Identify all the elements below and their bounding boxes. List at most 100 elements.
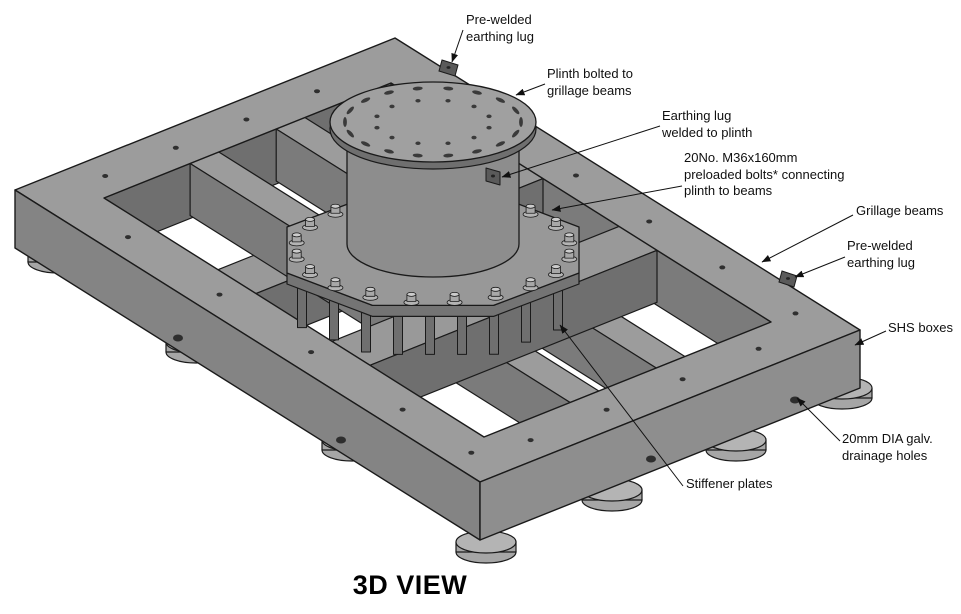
plate-bolt-hole [486, 125, 492, 130]
plate-slot-hole [443, 153, 454, 158]
bolt-hole [308, 350, 315, 355]
bolt-head-top [305, 264, 315, 270]
lug-hole [446, 66, 451, 69]
bolt-head-top [365, 286, 376, 292]
plate-slot-hole [472, 149, 482, 154]
frame-outer-face-se [479, 329, 861, 541]
bolt-hole [755, 346, 762, 351]
bolt-hole [603, 407, 610, 412]
bolt-head-top [564, 232, 575, 238]
bolt-hole [243, 117, 250, 122]
plinth-top-plate [329, 81, 537, 163]
plate-bolt-hole [374, 125, 380, 130]
leader-line [551, 185, 683, 212]
label-preloaded-bolts: 20No. M36x160mm preloaded bolts* connect… [684, 150, 844, 200]
label-line: 20mm DIA galv. [842, 431, 933, 446]
label-line: plinth to beams [684, 183, 773, 199]
bolt-hole [399, 407, 406, 412]
plate-slot-hole [346, 106, 354, 115]
plate-slot-hole [519, 117, 523, 127]
label-prewelded-earthing-lug-top: Pre-welded earthing lug [466, 12, 534, 45]
plate-bolt-hole [374, 114, 380, 119]
label-line: Grillage beams [856, 203, 944, 218]
bolt-head-top [291, 248, 302, 254]
leader-line [796, 397, 841, 442]
plate-slot-hole [511, 129, 520, 138]
label-line: Pre-welded [847, 238, 913, 253]
label-stiffener-plates: Stiffener plates [686, 476, 772, 493]
label-line: earthing lug [847, 254, 915, 270]
bolt-hole [679, 377, 686, 382]
bolt-hole [102, 174, 109, 178]
label-shs-boxes: SHS boxes [888, 320, 953, 337]
label-line: grillage beams [547, 82, 632, 98]
plate-bolt-hole [445, 141, 451, 146]
leader-line [501, 125, 661, 178]
leader-line [854, 330, 887, 346]
plate-bolt-hole [389, 104, 395, 109]
drainage-hole [646, 455, 656, 463]
leader-line [794, 256, 846, 278]
lug-hole [786, 277, 790, 280]
frame-earthing-lugs [438, 59, 798, 288]
leader-lines [451, 29, 887, 487]
label-line: preloaded bolts* connecting [684, 166, 845, 182]
label-plinth-bolted: Plinth bolted to grillage beams [547, 66, 633, 99]
bolt-hole [172, 145, 179, 150]
plate-bolt-hole [471, 104, 477, 109]
bolt-head-top [525, 203, 536, 209]
plate-slot-hole [512, 106, 520, 115]
bolt-head-top [406, 291, 417, 297]
label-line: Pre-welded [466, 12, 532, 27]
leader-line [559, 324, 684, 487]
plate-slot-hole [343, 117, 347, 127]
label-line: welded to plinth [662, 124, 753, 140]
plate-slot-hole [346, 129, 355, 138]
plinth-assembly [286, 81, 580, 355]
label-drainage-holes: 20mm DIA galv. drainage holes [842, 431, 933, 464]
plate-bolt-hole [389, 135, 395, 140]
lug-hole [491, 174, 495, 178]
bolt-hole [125, 235, 131, 240]
bolt-hole [719, 265, 726, 270]
bolt-hole [527, 438, 534, 443]
view-title: 3D VIEW [352, 570, 468, 600]
label-line: SHS boxes [888, 320, 954, 335]
bolt-head-top [525, 277, 536, 283]
plate-bolt-hole [471, 135, 477, 140]
bolt-head-top [330, 203, 341, 209]
drainage-hole [173, 334, 183, 342]
leader-line [515, 83, 546, 96]
label-line: Earthing lug [662, 108, 732, 123]
leader-line [451, 29, 464, 63]
plate-slot-hole [360, 97, 371, 103]
bolt-head-top [551, 216, 561, 222]
label-line: drainage holes [842, 447, 928, 463]
plate-slot-hole [495, 141, 506, 147]
plate-slot-hole [384, 90, 394, 95]
plate-slot-hole [495, 97, 506, 103]
plate-slot-hole [412, 153, 423, 158]
bolt-head-top [564, 248, 575, 254]
bolt-head-top [490, 286, 501, 292]
bolt-head-top [291, 232, 302, 238]
label-earthing-lug-plinth: Earthing lug welded to plinth [662, 108, 752, 141]
bolt-hole [314, 89, 320, 94]
label-prewelded-earthing-lug-right: Pre-welded earthing lug [847, 238, 915, 271]
bolt-hole [216, 292, 223, 297]
bolt-head-top [305, 216, 315, 222]
bolt-head-top [449, 291, 460, 297]
bolt-hole [468, 450, 475, 455]
plate-slot-hole [360, 141, 371, 147]
plate-slot-hole [384, 149, 394, 154]
plate-bolt-hole [486, 114, 492, 119]
bolt-head-top [551, 264, 561, 270]
label-line: Stiffener plates [686, 476, 773, 491]
bolt-hole [646, 219, 653, 224]
drainage-holes [173, 334, 800, 463]
plate-bolt-hole [415, 141, 421, 146]
label-line: Plinth bolted to [547, 66, 634, 81]
leader-line [761, 214, 854, 263]
